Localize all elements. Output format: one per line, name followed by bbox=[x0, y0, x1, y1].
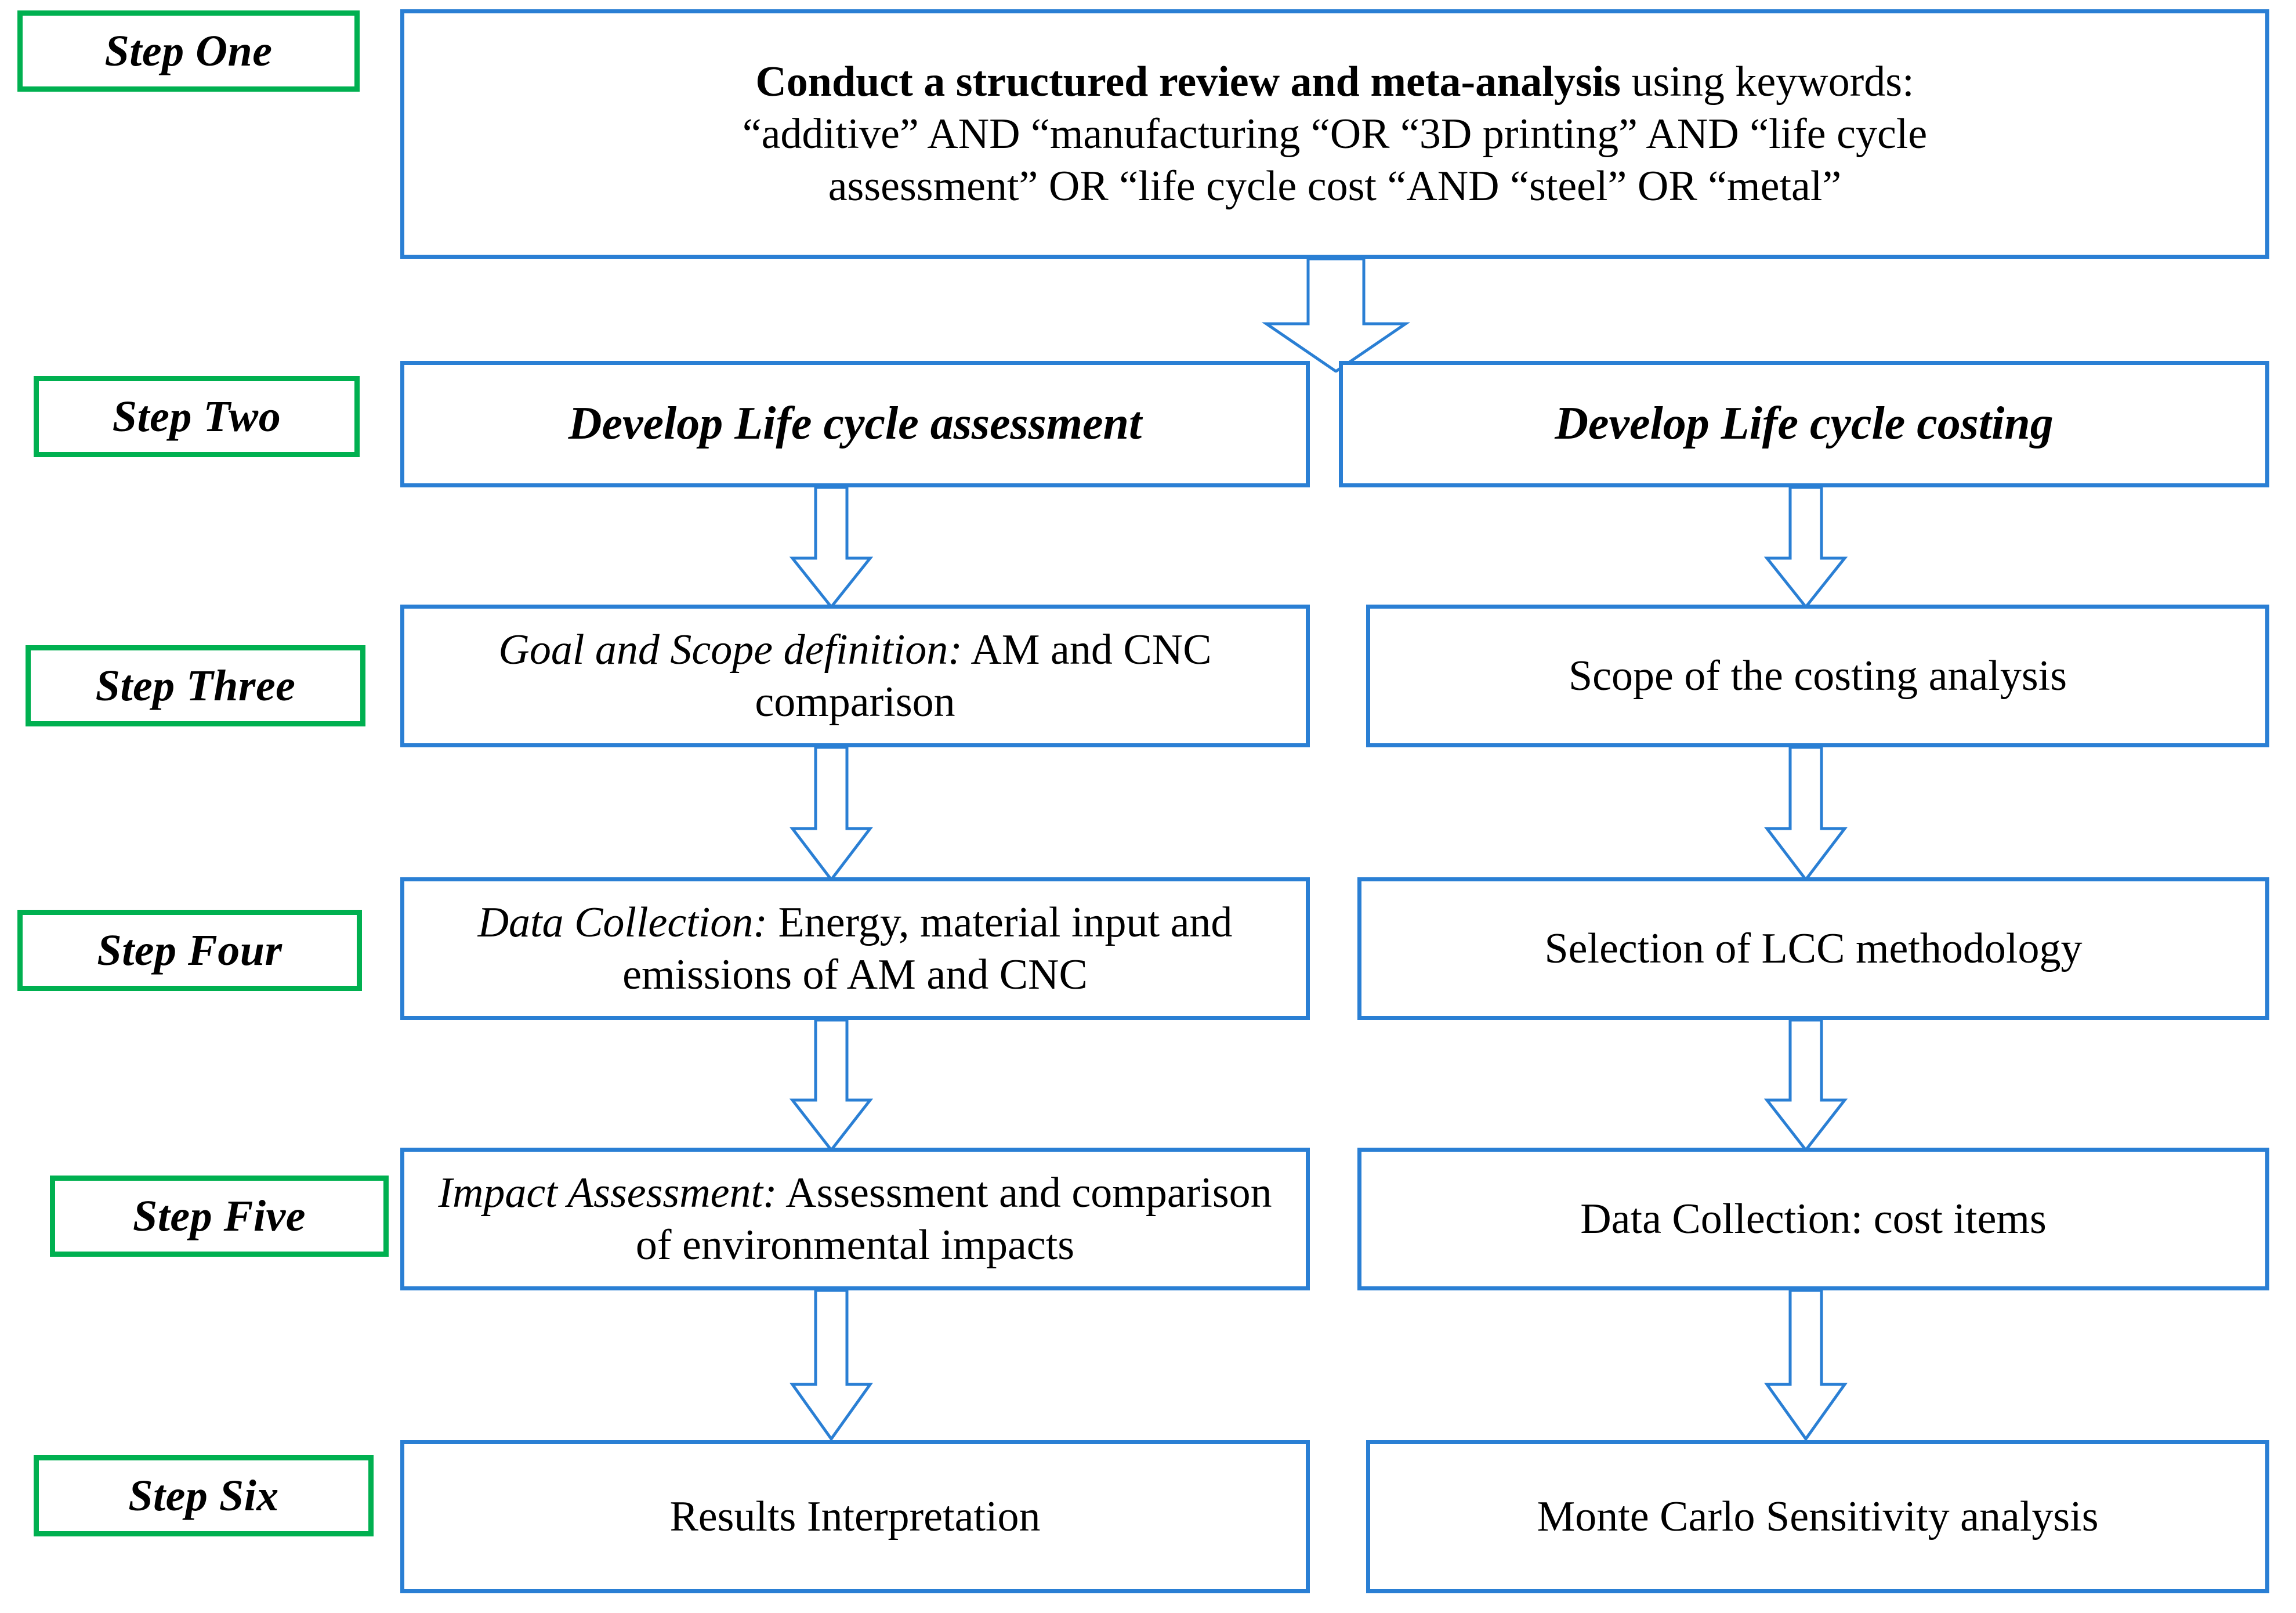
lcc-header: Develop Life cycle costing bbox=[1339, 361, 2269, 487]
lca-results-text: Results Interpretation bbox=[669, 1492, 1041, 1540]
step-one-line1-bold: Conduct a structured review and meta-ana… bbox=[755, 57, 1621, 106]
step-label-three-text: Step Three bbox=[95, 661, 296, 710]
lcc-scope: Scope of the costing analysis bbox=[1366, 605, 2269, 747]
arrow-lcc-scope-to-method bbox=[1762, 747, 1849, 881]
lca-data-text: Data Collection: Energy, material input … bbox=[421, 896, 1290, 1001]
lca-results: Results Interpretation bbox=[400, 1440, 1310, 1593]
step-label-six: Step Six bbox=[34, 1455, 374, 1536]
lca-impact: Impact Assessment: Assessment and compar… bbox=[400, 1148, 1310, 1290]
lca-data-emphasis: Data Collection: bbox=[477, 898, 767, 946]
arrow-lcc-method-to-data bbox=[1762, 1020, 1849, 1151]
arrow-step1-to-step2 bbox=[1255, 259, 1417, 372]
lca-header-text: Develop Life cycle assessment bbox=[568, 398, 1142, 450]
step-one-line2: “additive” AND “manufacturing “OR “3D pr… bbox=[742, 110, 1928, 158]
arrow-lca-goal-to-data bbox=[788, 747, 875, 881]
lca-goal-scope-rest: AM and CNC comparison bbox=[755, 625, 1212, 726]
lcc-data: Data Collection: cost items bbox=[1357, 1148, 2269, 1290]
lca-goal-scope-emphasis: Goal and Scope definition: bbox=[498, 625, 962, 674]
arrow-lca-impact-to-results bbox=[788, 1290, 875, 1440]
lcc-scope-text: Scope of the costing analysis bbox=[1568, 652, 2067, 700]
lca-header: Develop Life cycle assessment bbox=[400, 361, 1310, 487]
lca-goal-scope-text: Goal and Scope definition: AM and CNC co… bbox=[421, 624, 1290, 729]
arrow-lcc-header-to-scope bbox=[1762, 487, 1849, 608]
step-label-four: Step Four bbox=[17, 910, 362, 991]
lcc-data-text: Data Collection: cost items bbox=[1580, 1195, 2047, 1243]
lca-data-rest: Energy, material input and emissions of … bbox=[622, 898, 1233, 999]
lcc-monte: Monte Carlo Sensitivity analysis bbox=[1366, 1440, 2269, 1593]
lca-impact-rest: Assessment and comparison of environment… bbox=[635, 1169, 1272, 1269]
arrow-lca-data-to-impact bbox=[788, 1020, 875, 1151]
step-label-five-text: Step Five bbox=[133, 1191, 306, 1241]
step-label-one-text: Step One bbox=[104, 26, 273, 75]
lca-impact-text: Impact Assessment: Assessment and compar… bbox=[421, 1167, 1290, 1272]
lcc-header-text: Develop Life cycle costing bbox=[1555, 398, 2054, 450]
step-label-two-text: Step Two bbox=[112, 392, 281, 441]
lcc-method: Selection of LCC methodology bbox=[1357, 877, 2269, 1020]
lca-impact-emphasis: Impact Assessment: bbox=[438, 1169, 777, 1217]
lcc-method-text: Selection of LCC methodology bbox=[1544, 924, 2083, 972]
lca-goal-scope: Goal and Scope definition: AM and CNC co… bbox=[400, 605, 1310, 747]
step-one-box: Conduct a structured review and meta-ana… bbox=[400, 9, 2269, 259]
step-label-five: Step Five bbox=[50, 1176, 389, 1257]
lcc-monte-text: Monte Carlo Sensitivity analysis bbox=[1537, 1492, 2099, 1540]
step-one-line1-rest: using keywords: bbox=[1620, 57, 1914, 106]
step-label-one: Step One bbox=[17, 10, 360, 92]
step-label-two: Step Two bbox=[34, 376, 360, 457]
step-label-four-text: Step Four bbox=[97, 925, 283, 975]
step-one-text: Conduct a structured review and meta-ana… bbox=[743, 56, 1928, 213]
step-label-six-text: Step Six bbox=[128, 1471, 279, 1520]
lca-data: Data Collection: Energy, material input … bbox=[400, 877, 1310, 1020]
step-label-three: Step Three bbox=[26, 645, 365, 726]
arrow-lca-header-to-goal bbox=[788, 487, 875, 608]
step-one-line3: assessment” OR “life cycle cost “AND “st… bbox=[828, 162, 1842, 211]
arrow-lcc-data-to-monte bbox=[1762, 1290, 1849, 1440]
